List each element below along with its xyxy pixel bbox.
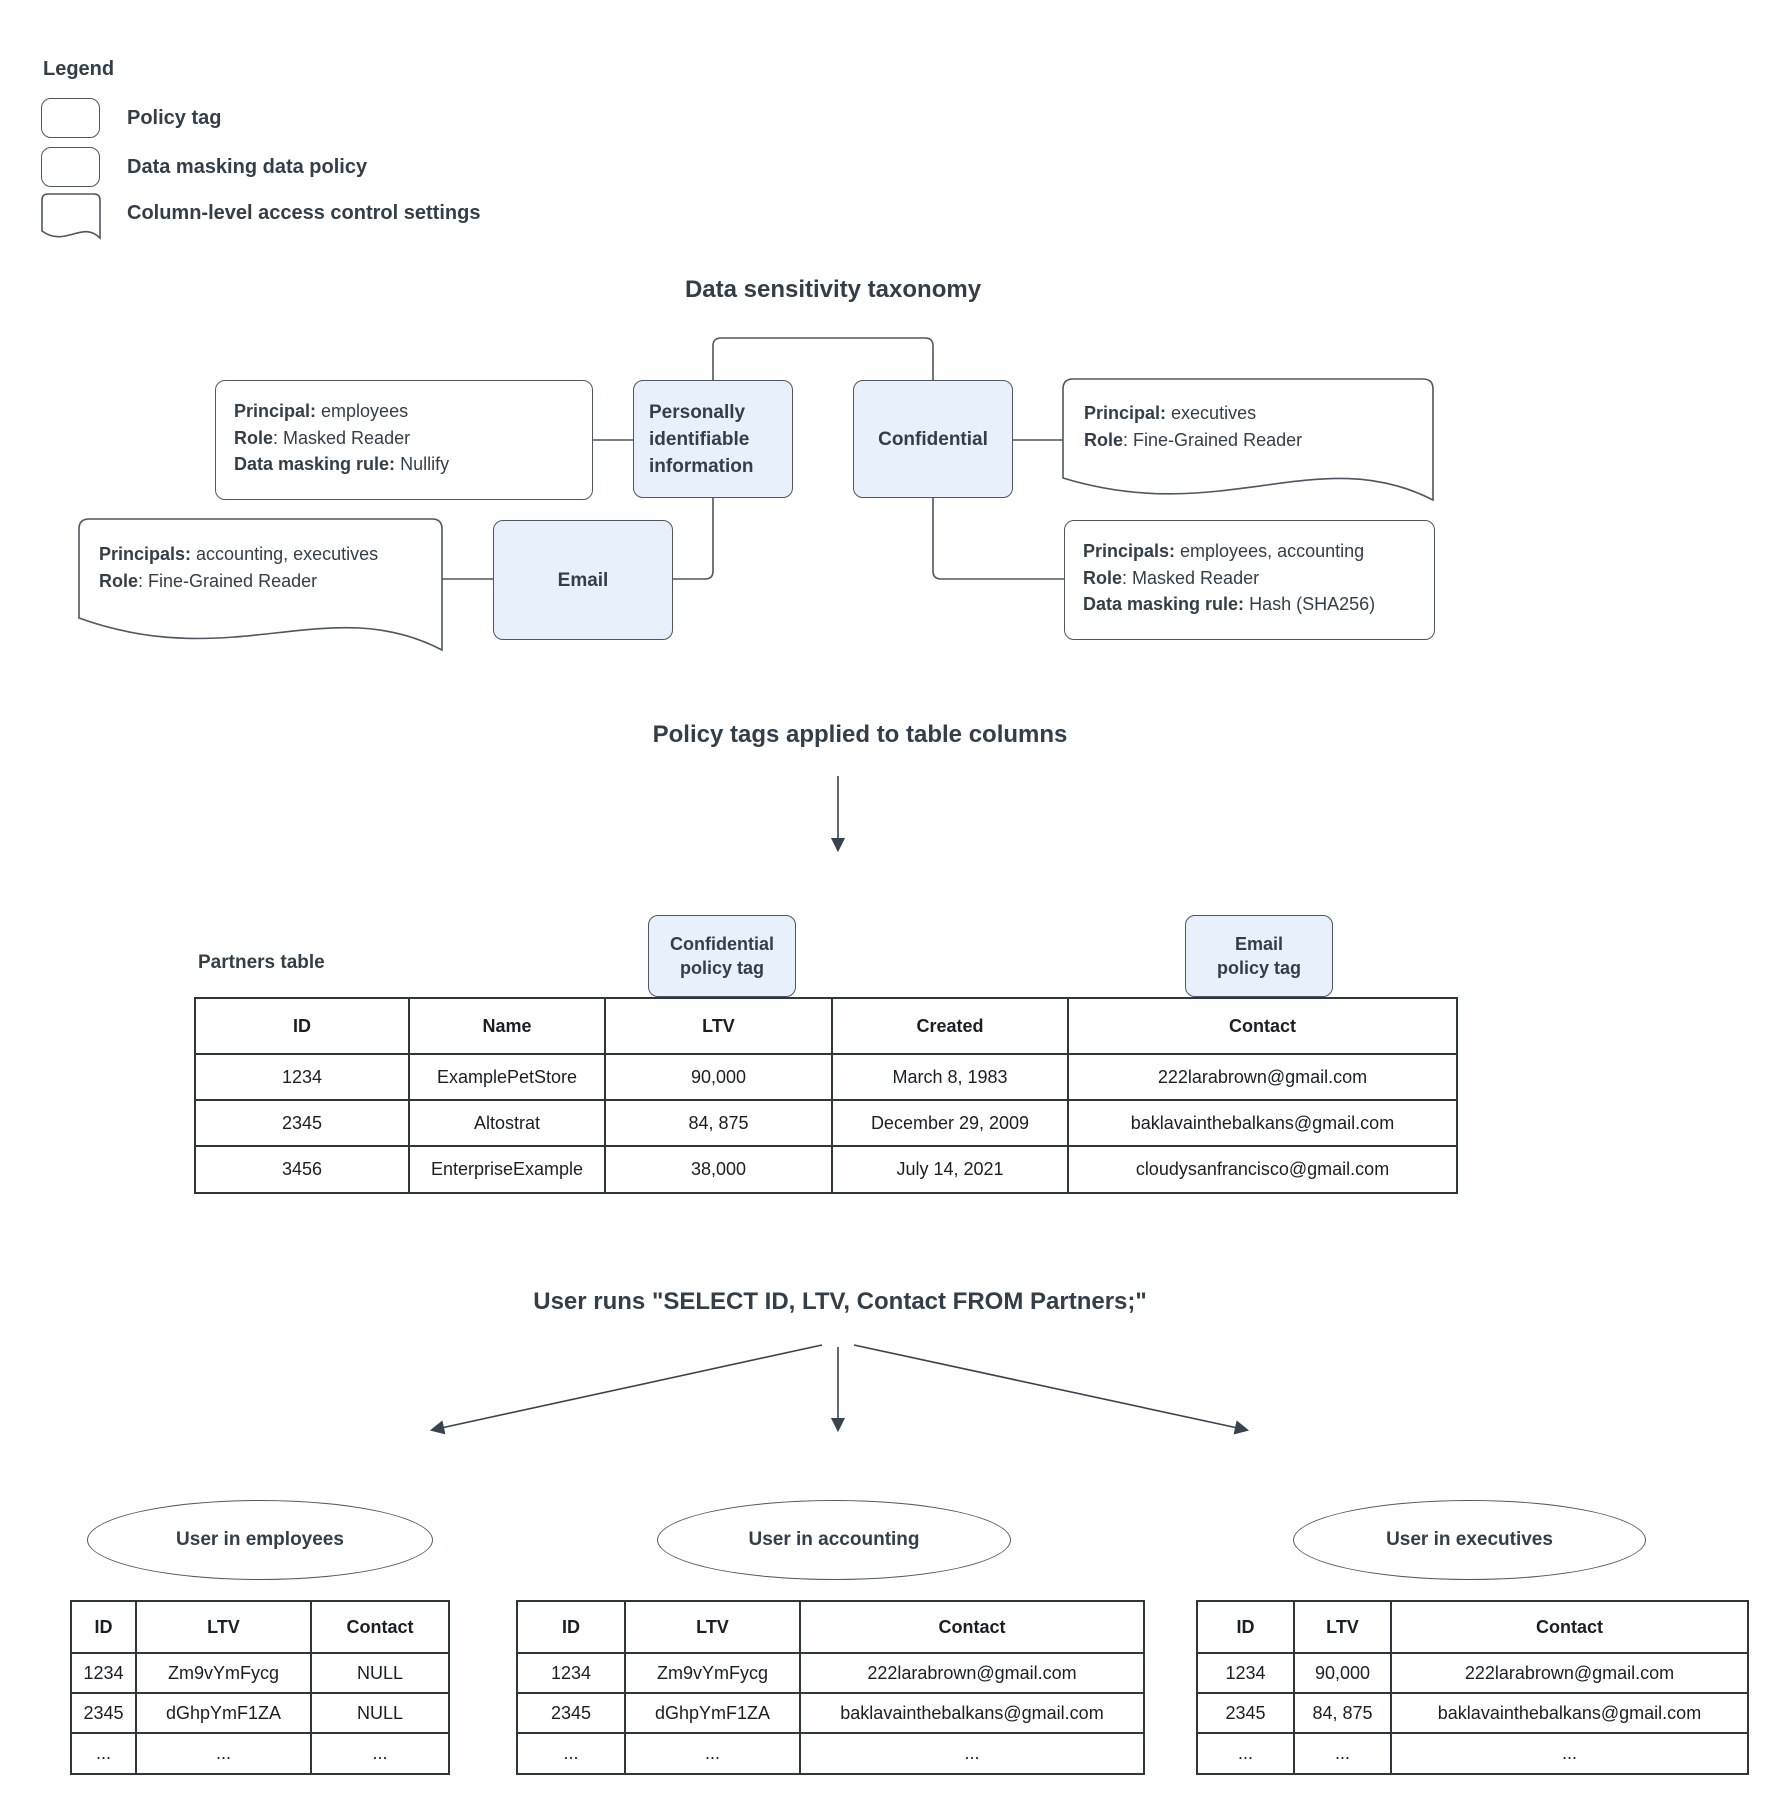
tag-line: policy tag — [1216, 958, 1301, 978]
legend-item-data-masking-policy: Data masking data policy — [127, 156, 368, 178]
table-header-row: ID LTV Contact — [516, 1600, 1145, 1654]
tag-line: Confidential — [670, 934, 774, 954]
col-header-ltv: LTV — [604, 997, 833, 1055]
col-header-id: ID — [516, 1600, 626, 1654]
policy-line: Principal: employees — [234, 401, 409, 421]
connector-pii-email — [673, 498, 714, 580]
policy-line: Principals: accounting, executives — [99, 544, 379, 564]
query-title: User runs "SELECT ID, LTV, Contact FROM … — [533, 1288, 1147, 1315]
email-policy-tag-node: Email — [493, 520, 673, 640]
table-row: 2345 dGhpYmF1ZA NULL — [70, 1692, 450, 1734]
policy-line: Role: Fine-Grained Reader — [1084, 429, 1303, 450]
col-header-ltv: LTV — [624, 1600, 801, 1654]
table-row: 2345 dGhpYmF1ZA baklavainthebalkans@gmai… — [516, 1692, 1145, 1734]
arrow-query-to-employees — [429, 1344, 823, 1435]
data-masking-policy-swatch — [41, 147, 100, 187]
col-header-id: ID — [1196, 1600, 1295, 1654]
col-header-ltv: LTV — [135, 1600, 312, 1654]
table-header-row: ID LTV Contact — [70, 1600, 450, 1654]
legend-item-access-control: Column-level access control settings — [127, 202, 481, 224]
policy-line: Data masking rule: Nullify — [234, 454, 450, 474]
employees-masking-policy-box: Principal: employees Role: Masked Reader… — [215, 380, 593, 500]
group-label: User in executives — [1386, 1529, 1553, 1550]
accounting-result-table: ID LTV Contact 1234 Zm9vYmFycg 222larabr… — [516, 1600, 1145, 1775]
col-header-contact: Contact — [1067, 997, 1458, 1055]
table-row: 1234 90,000 222larabrown@gmail.com — [1196, 1652, 1749, 1694]
table-row: 2345 Altostrat 84, 875 December 29, 2009… — [194, 1099, 1458, 1147]
tag-line: Email — [1234, 934, 1284, 954]
col-header-id: ID — [194, 997, 410, 1055]
pii-label: Personally identifiable information — [649, 401, 754, 477]
policy-line: Role: Fine-Grained Reader — [99, 570, 318, 591]
taxonomy-title: Data sensitivity taxonomy — [684, 276, 982, 303]
employees-result-table: ID LTV Contact 1234 Zm9vYmFycg NULL 2345… — [70, 1600, 450, 1775]
executives-result-table: ID LTV Contact 1234 90,000 222larabrown@… — [1196, 1600, 1749, 1775]
table-row: ... ... ... — [70, 1732, 450, 1775]
connector-pii-confidential-bracket — [712, 337, 934, 380]
confidential-policy-tag-node: Confidential — [853, 380, 1013, 498]
hash-masking-policy-box: Principals: employees, accounting Role: … — [1064, 520, 1435, 640]
group-label: User in employees — [176, 1529, 344, 1550]
tag-line: policy tag — [679, 958, 764, 978]
legend-item-policy-tag: Policy tag — [127, 107, 222, 129]
group-label: User in accounting — [748, 1529, 920, 1550]
partners-table: ID Name LTV Created Contact 1234 Example… — [194, 997, 1458, 1194]
email-label: Email — [557, 569, 609, 591]
policy-line: Role: Masked Reader — [234, 427, 411, 448]
policy-line: Principal: executives — [1084, 403, 1257, 423]
table-row: ... ... ... — [1196, 1732, 1749, 1775]
confidential-label: Confidential — [878, 428, 988, 450]
table-row: 2345 84, 875 baklavainthebalkans@gmail.c… — [1196, 1692, 1749, 1734]
column-access-control-swatch — [41, 193, 101, 240]
policy-tag-swatch — [41, 98, 100, 138]
executives-access-settings-text: Principal: executives Role: Fine-Grained… — [1084, 400, 1424, 453]
col-header-contact: Contact — [799, 1600, 1145, 1654]
applied-section-title: Policy tags applied to table columns — [652, 721, 1068, 748]
table-row: 1234 Zm9vYmFycg 222larabrown@gmail.com — [516, 1652, 1145, 1694]
table-header-row: ID LTV Contact — [1196, 1600, 1749, 1654]
confidential-column-policy-tag: Confidential policy tag — [648, 915, 796, 997]
policy-line: Role: Masked Reader — [1083, 567, 1260, 588]
col-header-name: Name — [408, 997, 606, 1055]
col-header-contact: Contact — [1390, 1600, 1749, 1654]
user-in-employees-ellipse: User in employees — [87, 1500, 433, 1580]
col-header-id: ID — [70, 1600, 137, 1654]
table-row: ... ... ... — [516, 1732, 1145, 1775]
col-header-contact: Contact — [310, 1600, 450, 1654]
table-row: 3456 EnterpriseExample 38,000 July 14, 2… — [194, 1145, 1458, 1194]
arrow-query-to-executives — [853, 1344, 1250, 1435]
legend-title: Legend — [43, 58, 115, 80]
table-header-row: ID Name LTV Created Contact — [194, 997, 1458, 1055]
table-row: 1234 Zm9vYmFycg NULL — [70, 1652, 450, 1694]
email-column-policy-tag: Email policy tag — [1185, 915, 1333, 997]
col-header-created: Created — [831, 997, 1069, 1055]
table-row: 1234 ExamplePetStore 90,000 March 8, 198… — [194, 1053, 1458, 1101]
user-in-executives-ellipse: User in executives — [1293, 1500, 1646, 1580]
accounting-access-settings-text: Principals: accounting, executives Role:… — [99, 541, 434, 594]
policy-line: Principals: employees, accounting — [1083, 541, 1365, 561]
partners-table-label: Partners table — [198, 952, 325, 973]
connector-confidential-hashpolicy — [932, 498, 1064, 580]
user-in-accounting-ellipse: User in accounting — [657, 1500, 1011, 1580]
col-header-ltv: LTV — [1293, 1600, 1392, 1654]
policy-line: Data masking rule: Hash (SHA256) — [1083, 594, 1376, 614]
pii-policy-tag-node: Personally identifiable information — [633, 380, 793, 498]
